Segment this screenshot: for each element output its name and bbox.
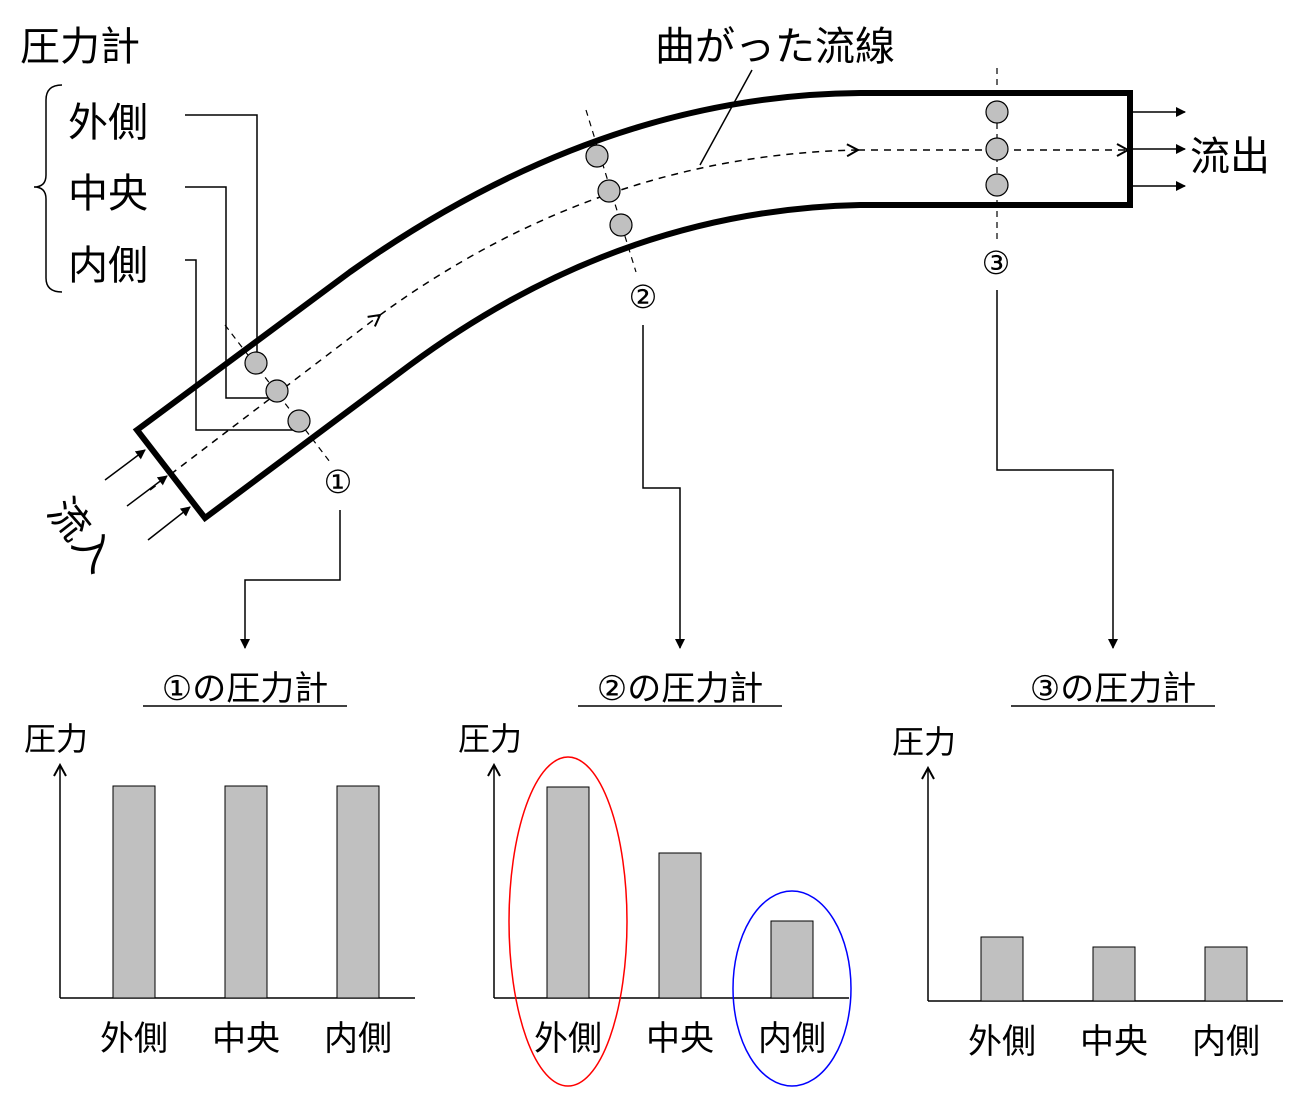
station-1-label: ①: [324, 463, 353, 501]
streamline-label: 曲がった流線: [655, 24, 895, 70]
streamline-leader: [699, 69, 753, 166]
station-1-arrow: [240, 510, 341, 649]
category-label: 内側: [758, 1019, 826, 1059]
station-1-line: [224, 324, 331, 463]
station-3-label: ③: [982, 244, 1011, 282]
station-2-arrow: [642, 325, 685, 649]
brace: [33, 84, 63, 293]
highlight-ellipse: [732, 890, 852, 1087]
inflow-label: 流入: [38, 490, 124, 581]
bar-1: [1092, 946, 1136, 1002]
label-outer: 外側: [68, 100, 148, 146]
category-label: 内側: [1192, 1022, 1260, 1062]
diagram-title: 圧力計: [20, 24, 140, 70]
station-2-gauges: [585, 144, 633, 237]
station-2-label: ②: [629, 278, 658, 316]
category-label: 外側: [100, 1019, 168, 1059]
y-axis-label: 圧力: [24, 720, 88, 758]
curved-pipe: [132, 90, 1133, 523]
station-1-gauges: [244, 351, 311, 433]
center-connector: [185, 186, 272, 399]
chart-title: ③の圧力計: [1030, 669, 1196, 709]
label-center: 中央: [68, 171, 148, 217]
station-3-arrow: [996, 290, 1118, 649]
bar-0: [980, 936, 1024, 1002]
category-label: 外側: [968, 1022, 1036, 1062]
category-label: 中央: [1080, 1022, 1148, 1062]
y-axis-label: 圧力: [892, 723, 956, 761]
bar-2: [770, 920, 814, 999]
bar-1: [224, 785, 268, 999]
bar-2: [1204, 946, 1248, 1002]
category-label: 中央: [212, 1019, 280, 1059]
highlight-ellipse: [508, 756, 628, 1087]
label-inner: 内側: [68, 243, 148, 289]
streamline-segment: [149, 315, 380, 491]
category-label: 内側: [324, 1019, 392, 1059]
bar-0: [546, 786, 590, 999]
station-3-gauges: [985, 100, 1009, 197]
inner-connector: [185, 259, 295, 431]
category-label: 中央: [646, 1019, 714, 1059]
outer-connector: [185, 114, 258, 363]
inflow-arrow: [147, 506, 191, 541]
outflow-label: 流出: [1190, 134, 1270, 180]
bar-1: [658, 852, 702, 999]
inflow-arrow: [104, 449, 146, 481]
bar-0: [112, 785, 156, 999]
chart-title: ①の圧力計: [162, 669, 328, 709]
inflow-arrow: [126, 475, 168, 507]
y-axis-label: 圧力: [458, 720, 522, 758]
category-label: 外側: [534, 1019, 602, 1059]
chart-title: ②の圧力計: [597, 669, 763, 709]
bar-2: [336, 785, 380, 999]
